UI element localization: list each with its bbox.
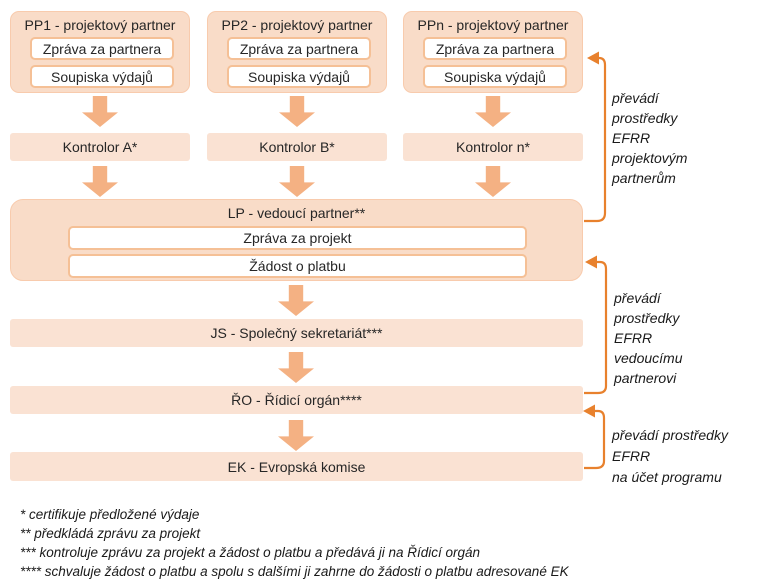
connector-ek-to-ro-line — [584, 409, 606, 470]
kontrolor-b-bar: Kontrolor B* — [207, 133, 387, 161]
kontrolor-a-bar: Kontrolor A* — [10, 133, 190, 161]
kontrolor-n-bar: Kontrolor n* — [403, 133, 583, 161]
annotation-efrr-to-partners: převádí prostředky EFRR projektovým part… — [612, 90, 688, 186]
lp-project-report-slot: Zpráva za projekt — [68, 226, 527, 250]
ppn-expense-list-slot: Soupiska výdajů — [423, 65, 567, 88]
pp2-expense-list-slot: Soupiska výdajů — [227, 65, 371, 88]
connector-ro-to-lp-line — [584, 260, 608, 395]
annotation-efrr-to-program-account: převádí prostředky EFRR na účet programu — [612, 427, 728, 485]
arrowhead-to-ro-icon — [583, 404, 595, 418]
pp1-report-slot: Zpráva za partnera — [30, 37, 174, 60]
pp1-expense-list-slot: Soupiska výdajů — [30, 65, 174, 88]
ppn-report-slot: Zpráva za partnera — [423, 37, 567, 60]
annotation-efrr-to-lead-partner: převádí prostředky EFRR vedoucímu partne… — [614, 290, 683, 386]
lp-payment-request-slot: Žádost o platbu — [68, 254, 527, 278]
lead-partner-title: LP - vedoucí partner** — [227, 205, 366, 221]
footnote-4: **** schvaluje žádost o platbu a spolu s… — [20, 564, 569, 579]
partner-box-ppn: PPn - projektový partner Zpráva za partn… — [403, 11, 583, 93]
partner-box-pp2: PP2 - projektový partner Zpráva za partn… — [207, 11, 387, 93]
arrowhead-to-partners-icon — [587, 51, 599, 65]
partner-box-pp1: PP1 - projektový partner Zpráva za partn… — [10, 11, 190, 93]
footnotes-block: * certifikuje předložené výdaje ** předk… — [20, 505, 569, 581]
partner-box-pp2-title: PP2 - projektový partner — [221, 17, 373, 33]
footnote-3: *** kontroluje zprávu za projekt a žádos… — [20, 545, 481, 560]
lead-partner-box: LP - vedoucí partner** Zpráva za projekt… — [10, 199, 583, 281]
managing-authority-bar: ŘO - Řídicí orgán**** — [10, 386, 583, 414]
partner-box-pp1-title: PP1 - projektový partner — [24, 17, 176, 33]
footnote-2: ** předkládá zprávu za projekt — [20, 526, 201, 541]
partner-box-ppn-title: PPn - projektový partner — [417, 17, 569, 33]
european-commission-bar: EK - Evropská komise — [10, 452, 583, 481]
joint-secretariat-bar: JS - Společný sekretariát*** — [10, 319, 583, 347]
footnote-1: * certifikuje předložené výdaje — [20, 507, 200, 522]
pp2-report-slot: Zpráva za partnera — [227, 37, 371, 60]
arrowhead-to-lp-icon — [585, 255, 597, 269]
connector-lp-to-partners-line — [584, 56, 607, 223]
